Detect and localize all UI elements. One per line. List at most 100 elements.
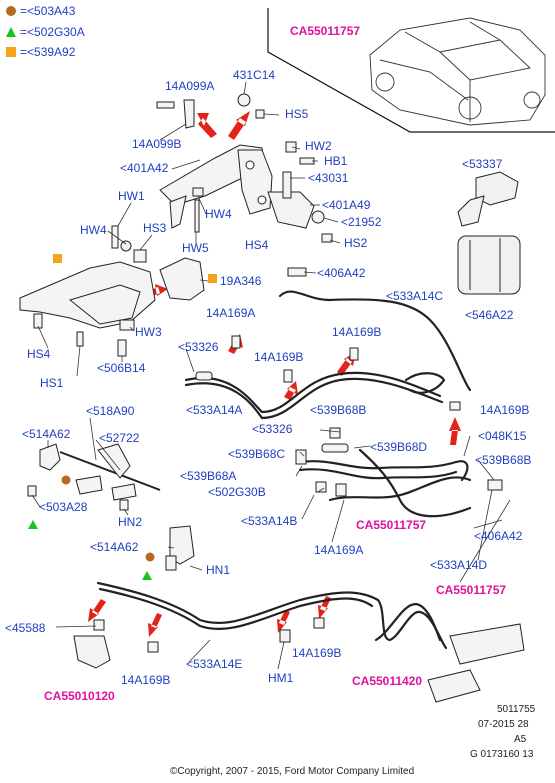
legend-text: =<539A92 — [20, 45, 76, 59]
label-HS2: HS2 — [344, 236, 368, 250]
label-533A14B: <533A14B — [241, 514, 298, 528]
label-14A169B-bottom-left: 14A169B — [121, 673, 171, 687]
label-503A28: <503A28 — [39, 500, 88, 514]
label-14A169B-right: 14A169B — [480, 403, 530, 417]
label-539B68D: <539B68D — [370, 440, 428, 454]
arrow-5 — [284, 381, 298, 400]
label-533A14C: <533A14C — [386, 289, 444, 303]
marker-square-2 — [208, 274, 217, 283]
footer-code-4: G 0173160 13 — [470, 749, 534, 760]
arrow-7 — [449, 417, 461, 445]
arrow-10 — [277, 610, 290, 633]
footer-code-1: 5011755 — [497, 704, 536, 715]
label-HW5: HW5 — [182, 241, 209, 255]
label-14A169A-mid: 14A169A — [314, 543, 364, 557]
label-546A22: <546A22 — [465, 308, 514, 322]
label-406A42-right: <406A42 — [474, 529, 523, 543]
label-514A62-top: <514A62 — [22, 427, 71, 441]
legend-text: =<503A43 — [20, 4, 76, 18]
label-HW4-mid: HW4 — [205, 207, 232, 221]
ref-bottom-right[interactable]: CA55011420 — [352, 674, 423, 688]
label-53337: <53337 — [462, 157, 503, 171]
car-inset-frame — [267, 8, 555, 133]
leader-lines — [31, 81, 511, 670]
ref-right[interactable]: CA55011757 — [436, 583, 507, 597]
label-45588: <45588 — [5, 621, 46, 635]
footer-code-3: A5 — [514, 734, 527, 745]
label-14A169A-top: 14A169A — [206, 306, 256, 320]
label-518A90: <518A90 — [86, 404, 135, 418]
left-bracket-assembly — [19, 225, 205, 357]
label-HW4-left: HW4 — [80, 223, 107, 237]
label-431C14: 431C14 — [233, 68, 276, 82]
label-14A169B-bottom-right: 14A169B — [292, 646, 342, 660]
label-533A14D: <533A14D — [430, 558, 488, 572]
label-HS5: HS5 — [285, 107, 309, 121]
label-14A169B-top: 14A169B — [332, 325, 382, 339]
arrow-1 — [197, 113, 217, 138]
label-406A42-top: <406A42 — [317, 266, 366, 280]
legend-item-502G30A: =<502G30A — [6, 25, 85, 39]
label-401A49: <401A49 — [322, 198, 371, 212]
ref-mid[interactable]: CA55011757 — [356, 518, 427, 532]
label-HW2: HW2 — [305, 139, 332, 153]
hinge-assembly — [159, 144, 315, 229]
legend-markers — [28, 254, 217, 580]
label-HS3: HS3 — [143, 221, 167, 235]
label-HS4-left: HS4 — [27, 347, 51, 361]
ref-bottom-left[interactable]: CA55010120 — [44, 689, 115, 703]
label-HS1: HS1 — [40, 376, 64, 390]
orange-square-icon — [6, 47, 16, 57]
label-048K15: <048K15 — [478, 429, 527, 443]
label-HS4-mid: HS4 — [245, 238, 269, 252]
label-21952: <21952 — [341, 215, 382, 229]
label-533A14A: <533A14A — [186, 403, 243, 417]
label-HN2: HN2 — [118, 515, 143, 529]
arrow-9 — [148, 613, 162, 637]
hose-clips — [73, 267, 525, 703]
actuator-parts — [457, 171, 521, 295]
marker-circle-2 — [145, 552, 155, 562]
small-fasteners-top — [156, 93, 333, 243]
label-19A346: 19A346 — [220, 274, 262, 288]
label-14A099A: 14A099A — [165, 79, 215, 93]
label-53326-mid: <53326 — [252, 422, 293, 436]
label-539B68A: <539B68A — [180, 469, 237, 483]
footer-code-2: 07-2015 28 — [478, 719, 529, 730]
label-HW1: HW1 — [118, 189, 145, 203]
label-533A14E: <533A14E — [186, 657, 243, 671]
arrow-8 — [88, 599, 106, 622]
label-52722: <52722 — [99, 431, 140, 445]
marker-triangle-1 — [28, 520, 38, 529]
label-514A62-bottom: <514A62 — [90, 540, 139, 554]
label-43031: <43031 — [308, 171, 349, 185]
label-HW3: HW3 — [135, 325, 162, 339]
marker-triangle-2 — [142, 571, 152, 580]
legend-item-539A92: =<539A92 — [6, 45, 75, 59]
label-HN1: HN1 — [206, 563, 231, 577]
label-HM1: HM1 — [268, 671, 294, 685]
label-506B14: <506B14 — [97, 361, 146, 375]
arrow-2 — [228, 111, 250, 140]
car-illustration — [369, 17, 546, 126]
label-HB1: HB1 — [324, 154, 348, 168]
arrow-11 — [318, 596, 331, 619]
label-502G30B: <502G30B — [208, 485, 266, 499]
label-14A099B: 14A099B — [132, 137, 182, 151]
brown-circle-icon — [6, 6, 16, 16]
marker-circle-1 — [61, 475, 71, 485]
label-539B68B-right: <539B68B — [475, 453, 532, 467]
hose-lines — [96, 290, 472, 650]
copyright-text: ©Copyright, 2007 - 2015, Ford Motor Comp… — [170, 766, 415, 777]
label-401A42: <401A42 — [120, 161, 169, 175]
label-539B68C: <539B68C — [228, 447, 286, 461]
label-14A169B-mid: 14A169B — [254, 350, 304, 364]
green-triangle-icon — [6, 27, 16, 37]
label-539B68B-top: <539B68B — [310, 403, 367, 417]
label-53326-top: <53326 — [178, 340, 219, 354]
ref-car[interactable]: CA55011757 — [290, 24, 361, 38]
legend-text: =<502G30A — [20, 25, 85, 39]
legend-item-503A43: =<503A43 — [6, 4, 75, 18]
